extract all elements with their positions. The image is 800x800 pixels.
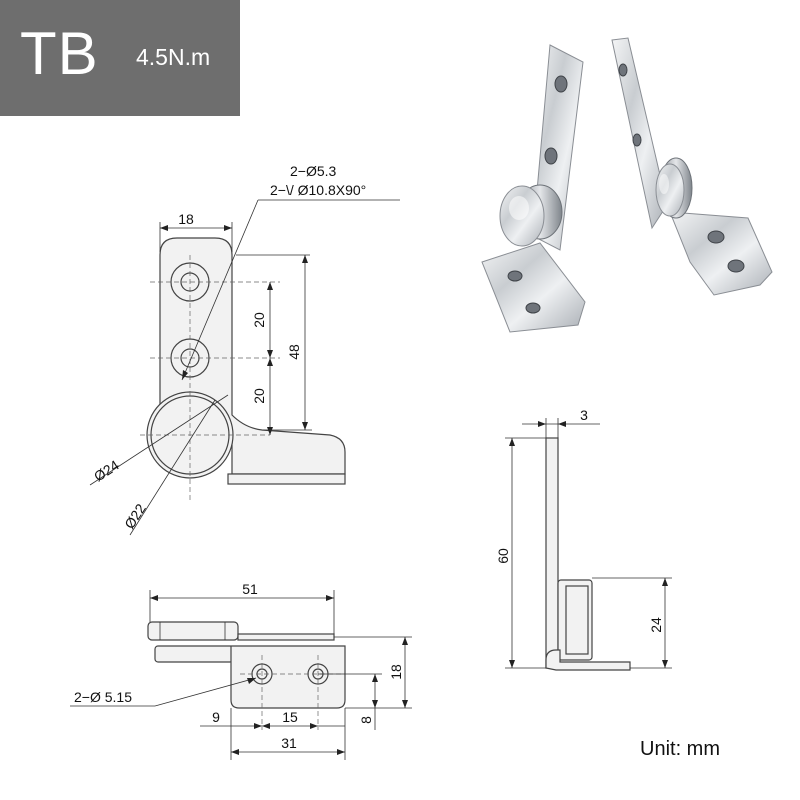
- dim-outer-diameter: Ø24: [91, 457, 122, 485]
- dim-bottom-hole-pitch: 15: [282, 709, 298, 725]
- dim-bottom-edge: 8: [358, 716, 374, 724]
- dim-front-width: 18: [178, 211, 194, 227]
- hinge-photo-left: [481, 44, 586, 333]
- side-leaf: [545, 437, 559, 669]
- dim-bottom-length: 51: [242, 581, 258, 597]
- front-base-plate: [227, 473, 346, 485]
- bottom-barrel-cap: [147, 621, 239, 641]
- dim-front-pitch-lower: 20: [251, 388, 267, 404]
- dim-front-pitch-upper: 20: [251, 312, 267, 328]
- dim-side-barrel-height: 24: [648, 617, 664, 633]
- bottom-top-plate: [237, 633, 335, 641]
- torque-label: 4.5N.m: [136, 44, 211, 70]
- side-base: [545, 649, 631, 671]
- bottom-view: 51 18 8 9 15 31: [70, 581, 412, 760]
- side-view: 3 60 24: [495, 407, 672, 671]
- unit-label: Unit: mm: [640, 738, 720, 760]
- model-badge: TB 4.5N.m: [0, 0, 240, 116]
- model-label: TB: [20, 20, 99, 87]
- dim-bottom-base-width: 31: [281, 735, 297, 751]
- dim-inner-diameter: Ø22: [121, 501, 149, 532]
- dim-side-total-height: 60: [495, 548, 511, 564]
- side-barrel-inner: [565, 585, 589, 655]
- dim-front-height: 48: [286, 344, 302, 360]
- dim-bottom-height: 18: [388, 664, 404, 680]
- front-hole-spec-1: 2−Ø5.3: [290, 163, 337, 179]
- bottom-hole-spec: 2−Ø 5.15: [74, 689, 132, 705]
- front-view: 18 20 20 48 2−Ø5.3 2−\/ Ø10.8X90°: [89, 163, 400, 536]
- dim-side-thickness: 3: [580, 407, 588, 423]
- dim-bottom-edge-offset: 9: [212, 709, 220, 725]
- bottom-pivot: [154, 645, 234, 663]
- front-hole-spec-2: 2−\/ Ø10.8X90°: [270, 182, 366, 198]
- bottom-leaf: [230, 645, 346, 709]
- hinge-photo-right: [611, 37, 773, 296]
